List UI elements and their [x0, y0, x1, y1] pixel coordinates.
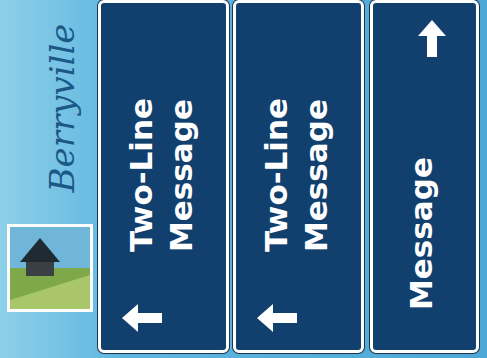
left-arrow — [257, 304, 297, 332]
sign-message: Two-Line Message — [256, 13, 336, 252]
photo-road — [10, 275, 90, 309]
rotated-text-frame: Two-Line Message — [101, 3, 226, 350]
guide-panel: Two-Line Message — [98, 0, 229, 353]
sign-message: Message — [401, 13, 441, 310]
direction-arrows — [122, 20, 446, 332]
rotated-text-frame: Berryville — [37, 3, 87, 213]
town-photo — [7, 224, 93, 312]
rotated-text-frame: Message — [373, 3, 476, 350]
photo-frame — [7, 224, 93, 312]
photo-field — [10, 268, 90, 309]
left-arrow — [122, 304, 162, 332]
up-arrow — [418, 20, 446, 57]
photo-sky — [10, 227, 90, 309]
guide-panel: Two-Line Message — [233, 0, 364, 353]
sign-message: Two-Line Message — [121, 13, 201, 252]
photo-roof — [20, 238, 60, 262]
town-name: Berryville — [37, 3, 87, 213]
guide-panel: Message — [370, 0, 479, 353]
photo-building — [26, 262, 54, 276]
rotated-text-frame: Two-Line Message — [236, 3, 361, 350]
